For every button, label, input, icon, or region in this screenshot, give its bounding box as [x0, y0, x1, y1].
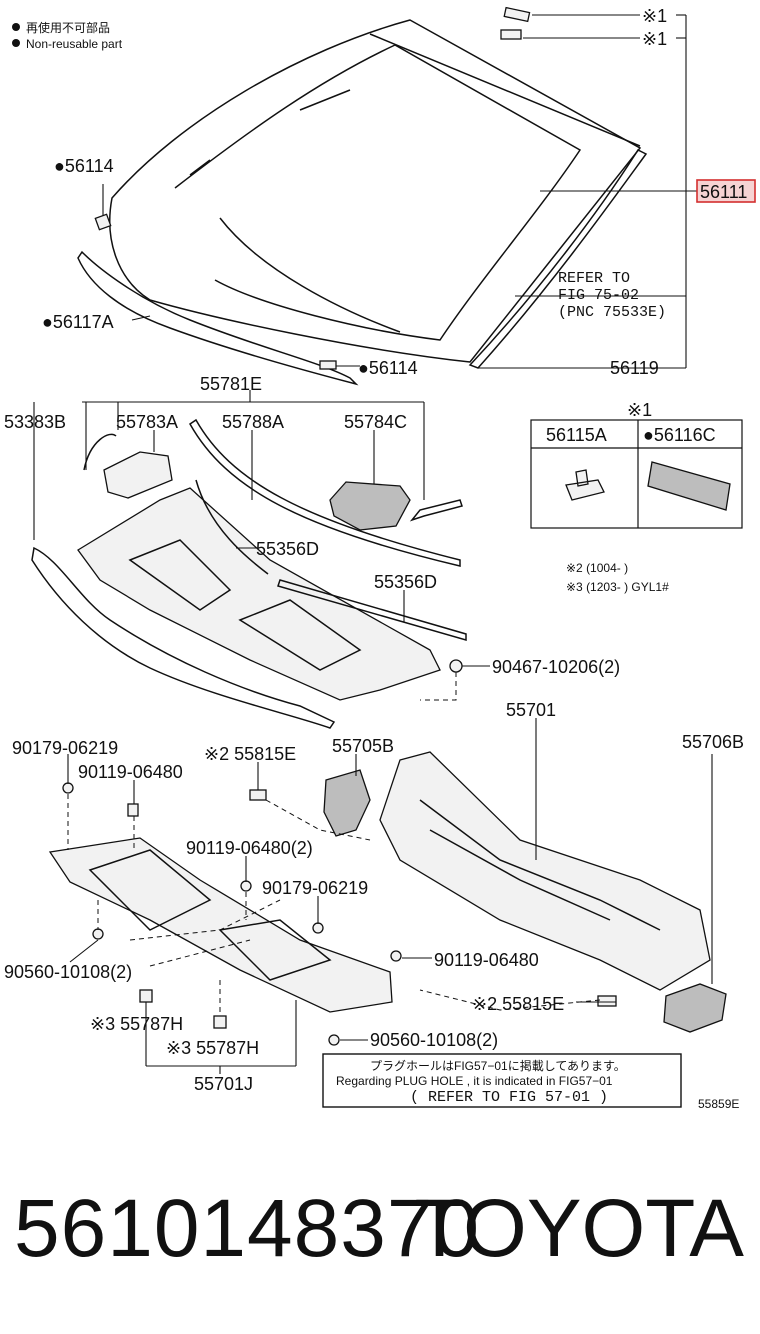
label-56114-bottom: ●56114 — [358, 358, 418, 378]
label-55706B: 55706B — [682, 732, 744, 752]
label-55701J: 55701J — [194, 1074, 253, 1094]
label-55787H-a: ※3 55787H — [90, 1014, 183, 1034]
note-3: ※3 (1203- ) GYL1# — [566, 580, 669, 594]
label-90179-a: 90179-06219 — [12, 738, 118, 758]
part-56116C-shape — [647, 461, 731, 511]
label-53383B: 53383B — [4, 412, 66, 432]
label-90467: 90467-10206(2) — [492, 657, 620, 677]
label-55781E: 55781E — [200, 374, 262, 394]
notice-en: Regarding PLUG HOLE , it is indicated in… — [336, 1074, 613, 1088]
part-56115A-shape — [565, 469, 605, 501]
label-55784C: 55784C — [344, 412, 407, 432]
label-55787H-b: ※3 55787H — [166, 1038, 259, 1058]
label-55356D-a: 55356D — [256, 539, 319, 559]
label-56119: 56119 — [610, 358, 659, 378]
legend-en: Non-reusable part — [26, 37, 123, 51]
refer-line2: FIG 75-02 — [558, 287, 639, 304]
note-2: ※2 (1004- ) — [566, 561, 628, 575]
label-55356D-b: 55356D — [374, 572, 437, 592]
label-55815E-a: ※2 55815E — [204, 744, 296, 764]
label-56114-top: ●56114 — [54, 156, 114, 176]
label-55783A: 55783A — [116, 412, 178, 432]
clip-56114-bottom — [319, 360, 337, 370]
label-56111: 56111 — [700, 182, 747, 202]
label-90119-b: 90119-06480(2) — [186, 838, 313, 858]
lower-assembly — [48, 751, 727, 1046]
notice-jp: プラグホールはFIG57−01に掲載してあります。 — [370, 1058, 626, 1073]
figure-code: 55859E — [698, 1097, 739, 1111]
inset-box: ※1 56115A ●56116C — [530, 400, 743, 529]
label-90560-a: 90560-10108(2) — [4, 962, 132, 982]
highlight-56111 — [696, 179, 756, 203]
label-55788A: 55788A — [222, 412, 284, 432]
label-55705B: 55705B — [332, 736, 394, 756]
molding-56117A — [77, 250, 359, 386]
windshield-glass — [109, 19, 642, 363]
label-90119-c: 90119-06480 — [434, 950, 539, 970]
label-55701: 55701 — [506, 700, 556, 720]
legend-dot-jp — [12, 23, 20, 31]
spacer-1b — [500, 29, 522, 40]
spacer-1a — [503, 6, 531, 23]
clip-56114-top — [94, 213, 112, 231]
refer-line1: REFER TO — [558, 270, 630, 287]
legend-jp: 再使用不可部品 — [26, 20, 110, 35]
inset-col2: ●56116C — [643, 425, 716, 445]
label-56117A: ●56117A — [42, 312, 114, 332]
refer-line3: (PNC 75533E) — [558, 304, 666, 321]
note-1b: ※1 — [642, 29, 667, 49]
cowl-assembly — [31, 418, 467, 729]
label-90179-b: 90179-06219 — [262, 878, 368, 898]
label-90119-a: 90119-06480 — [78, 762, 183, 782]
plug-hole-notice: プラグホールはFIG57−01に掲載してあります。 Regarding PLUG… — [322, 1053, 682, 1108]
part-number: 5610148370 — [14, 1183, 481, 1274]
legend-dot-en — [12, 39, 20, 47]
notice-ref: ( REFER TO FIG 57-01 ) — [410, 1089, 608, 1106]
label-90560-b: 90560-10108(2) — [370, 1030, 498, 1050]
note-1a: ※1 — [642, 6, 667, 26]
inset-note: ※1 — [627, 400, 652, 420]
molding-top — [369, 33, 641, 147]
brand-name: TOYOTA — [414, 1183, 744, 1274]
label-55815E-b: ※2 55815E — [472, 994, 564, 1014]
inset-col1: 56115A — [546, 425, 607, 445]
molding-56119 — [468, 149, 648, 369]
